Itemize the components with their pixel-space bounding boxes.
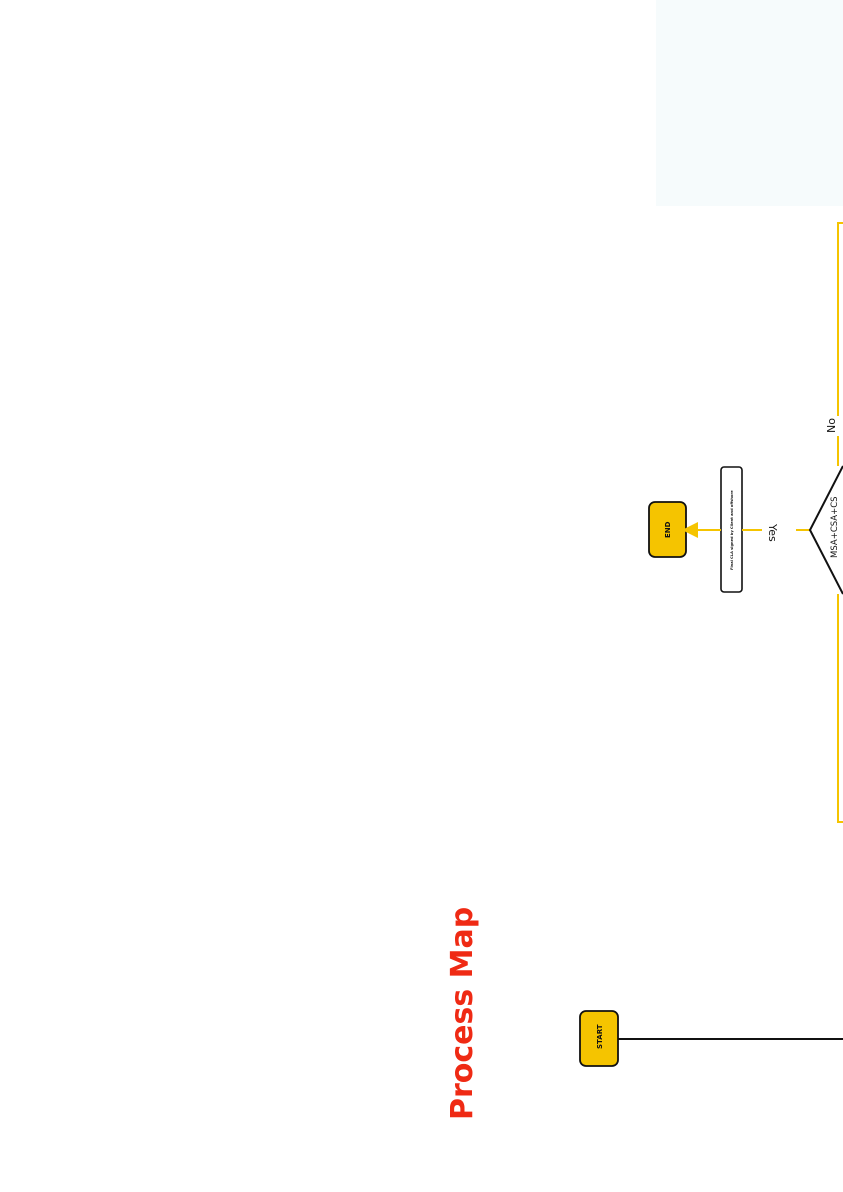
end-label: END <box>664 521 672 538</box>
end-node: END <box>648 501 687 558</box>
process-box: Final CLA signed by Client and offshore <box>720 466 743 593</box>
decision-label: MSA+CSA+CS <box>830 496 840 558</box>
decision-diamond: MSA+CSA+CS <box>808 465 843 595</box>
side-panel <box>656 0 843 206</box>
process-box-label: Final CLA signed by Client and offshore <box>730 490 734 570</box>
no-label: No <box>825 418 838 433</box>
yes-label: Yes <box>766 523 779 542</box>
start-label: START <box>596 1024 604 1049</box>
decision-bottom-connector <box>837 594 843 823</box>
page-title: Process Map <box>445 907 480 1120</box>
start-node: START <box>579 1010 619 1067</box>
no-connector-top <box>837 222 843 416</box>
